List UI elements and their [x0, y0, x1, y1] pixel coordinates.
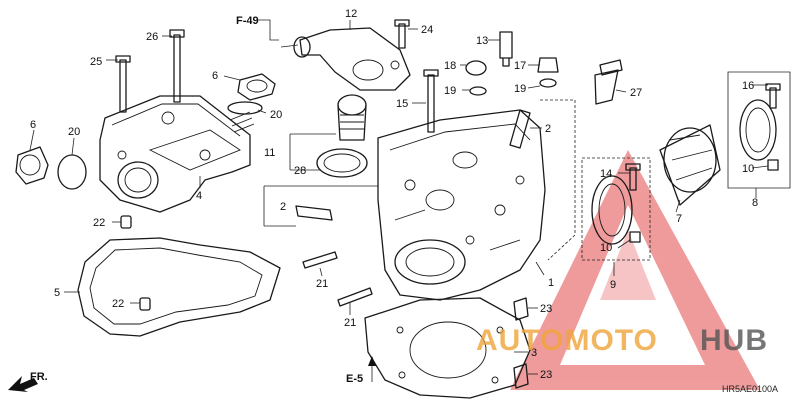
- front-arrow: [8, 376, 38, 392]
- watermark-text-1: AUTOMOTO: [476, 324, 658, 357]
- watermark-logo: AUTOMOTO HUB: [476, 324, 768, 357]
- bolt-25: [115, 55, 131, 113]
- callout-5: 5: [54, 287, 60, 299]
- spring-washer: [229, 111, 255, 133]
- callout-22-a: 22: [93, 217, 105, 229]
- callout-4: 4: [196, 190, 202, 202]
- cylinder-head-gasket: [364, 297, 531, 399]
- nut-10-a: [629, 231, 641, 243]
- thermostat-housing: [293, 27, 411, 91]
- callout-24: 24: [421, 24, 433, 36]
- callout-20-left: 20: [68, 126, 80, 138]
- callout-7: 7: [676, 213, 682, 225]
- callout-3: 3: [531, 347, 537, 359]
- callout-11: 11: [264, 147, 275, 159]
- callout-13: 13: [476, 35, 488, 47]
- callout-10-a: 10: [600, 242, 612, 254]
- cylinder-head: [377, 109, 546, 301]
- washer-19-a: [469, 86, 487, 96]
- callout-26: 26: [146, 31, 158, 43]
- callout-15: 15: [396, 98, 408, 110]
- callout-21-b: 21: [344, 317, 356, 329]
- nut-10-b: [767, 159, 779, 171]
- callout-19-b: 19: [514, 83, 526, 95]
- thermostat: [337, 94, 367, 141]
- bolt-26: [169, 29, 185, 103]
- o-ring-20-left: [57, 154, 87, 190]
- dowel-23-a: [513, 297, 529, 321]
- stud-21-b: [337, 287, 373, 307]
- callout-6-left: 6: [30, 119, 36, 131]
- cylinder-head-cover: [99, 95, 251, 213]
- insulator-9: [591, 175, 633, 245]
- stud-21-a: [302, 251, 338, 269]
- ref-fr: FR.: [30, 371, 48, 383]
- callout-2-right: 2: [545, 123, 551, 135]
- cap-nut-18: [465, 60, 487, 76]
- guide-2-right: [509, 109, 531, 149]
- bolt-16: [765, 83, 781, 109]
- spark-plug: [594, 59, 623, 105]
- ref-f49: F-49: [236, 15, 259, 27]
- callout-labels: F-49 E-5 FR. 12 24 13 18 17 19 19 15 27 …: [30, 8, 758, 385]
- callout-21-a: 21: [316, 278, 328, 290]
- watermark-text-2: HUB: [700, 324, 768, 357]
- leader-lines: [29, 19, 769, 375]
- callout-23-b: 23: [540, 369, 552, 381]
- callout-17: 17: [514, 60, 526, 72]
- callout-27: 27: [630, 87, 642, 99]
- callout-25: 25: [90, 56, 102, 68]
- callout-16: 16: [742, 80, 754, 92]
- callout-12: 12: [345, 8, 357, 20]
- intake-insulator: [659, 124, 721, 206]
- callout-22-b: 22: [112, 298, 124, 310]
- callout-14: 14: [600, 168, 612, 180]
- temp-sensor: [499, 31, 513, 67]
- group-box-9: [581, 157, 651, 261]
- group-box-1: [540, 99, 576, 261]
- diagram-code: HR5AE0100A: [722, 384, 778, 394]
- head-cover-gasket: [77, 237, 281, 337]
- callout-9: 9: [610, 279, 616, 291]
- oil-filler-cap: [15, 146, 49, 185]
- dowel-22-b: [139, 297, 151, 311]
- dowel-22-a: [120, 215, 132, 229]
- bracket-8: [727, 71, 791, 189]
- callout-28: 28: [294, 165, 306, 177]
- callout-19-a: 19: [444, 85, 456, 97]
- callout-18: 18: [444, 60, 456, 72]
- bolt-14: [625, 163, 641, 191]
- bracket-11: [289, 133, 336, 171]
- o-ring-20-top: [227, 101, 263, 115]
- callout-1: 1: [548, 277, 554, 289]
- callout-23-a: 23: [540, 303, 552, 315]
- cap-6-top: [237, 73, 276, 101]
- ref-e5: E-5: [346, 373, 363, 385]
- watermark-triangle: [510, 150, 760, 390]
- bracket-2: [263, 185, 378, 227]
- callout-6-top: 6: [212, 70, 218, 82]
- clamp-8: [739, 99, 777, 161]
- thermostat-seal-28: [316, 148, 368, 178]
- callout-20-top: 20: [270, 109, 282, 121]
- guide-2-left: [295, 205, 333, 221]
- callout-2-left: 2: [280, 201, 286, 213]
- bolt-15: [423, 69, 439, 133]
- dowel-23-b: [513, 363, 529, 389]
- bolt-24: [394, 19, 410, 49]
- callout-10-b: 10: [742, 163, 754, 175]
- cap-nut-17: [537, 57, 559, 73]
- washer-19-b: [539, 78, 557, 88]
- callout-8: 8: [752, 197, 758, 209]
